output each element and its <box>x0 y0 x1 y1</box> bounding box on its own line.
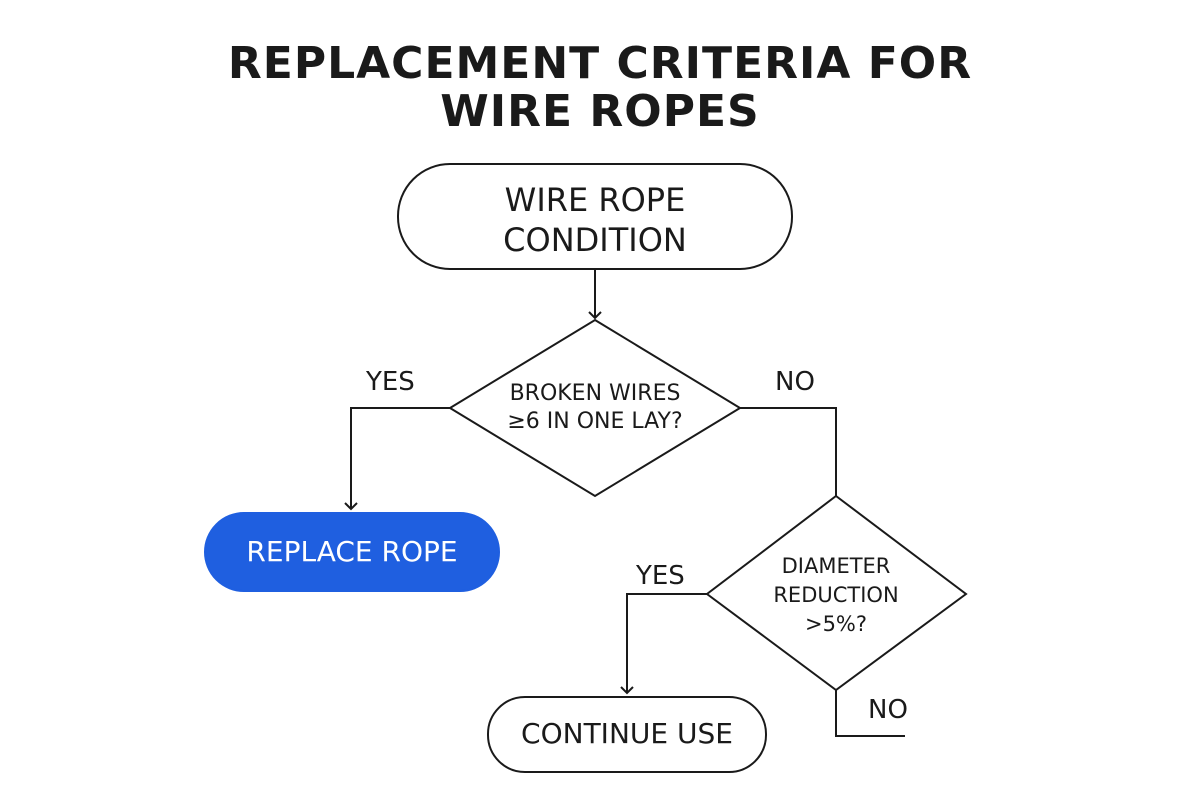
edge-label-broken-no: NO <box>775 367 815 397</box>
start-node-label-line-2: CONDITION <box>503 221 687 259</box>
diagram-title-line-2: WIRE ROPES <box>440 86 760 137</box>
decision-diameter-label: DIAMETER REDUCTION >5%? <box>736 552 936 639</box>
connector-diameter-yes <box>620 593 707 695</box>
decision-diameter-line-3: >5%? <box>804 612 868 636</box>
connector-diameter-no <box>835 690 905 737</box>
connector-broken-wires-yes <box>344 407 450 511</box>
start-node-label-line-1: WIRE ROPE <box>504 181 686 219</box>
edge-label-broken-yes: YES <box>366 367 415 397</box>
decision-broken-wires <box>448 318 742 498</box>
continue-use-label: CONTINUE USE <box>521 717 733 750</box>
edge-label-diameter-no: NO <box>868 695 908 725</box>
start-node-label: WIRE ROPE CONDITION <box>398 180 792 260</box>
decision-broken-wires-label: BROKEN WIRES ≥6 IN ONE LAY? <box>470 380 720 436</box>
decision-broken-wires-line-2: ≥6 IN ONE LAY? <box>507 409 683 434</box>
decision-broken-wires-line-1: BROKEN WIRES <box>509 381 681 406</box>
decision-diameter-line-1: DIAMETER <box>781 554 891 578</box>
edge-label-diameter-yes: YES <box>636 561 685 591</box>
replace-rope-label: REPLACE ROPE <box>246 535 458 568</box>
diagram-title-line-1: REPLACEMENT CRITERIA FOR <box>227 38 973 89</box>
continue-use-node <box>487 696 767 773</box>
connector-broken-wires-no <box>740 407 837 496</box>
decision-diameter-line-2: REDUCTION <box>773 583 899 607</box>
replace-rope-node <box>204 512 500 592</box>
